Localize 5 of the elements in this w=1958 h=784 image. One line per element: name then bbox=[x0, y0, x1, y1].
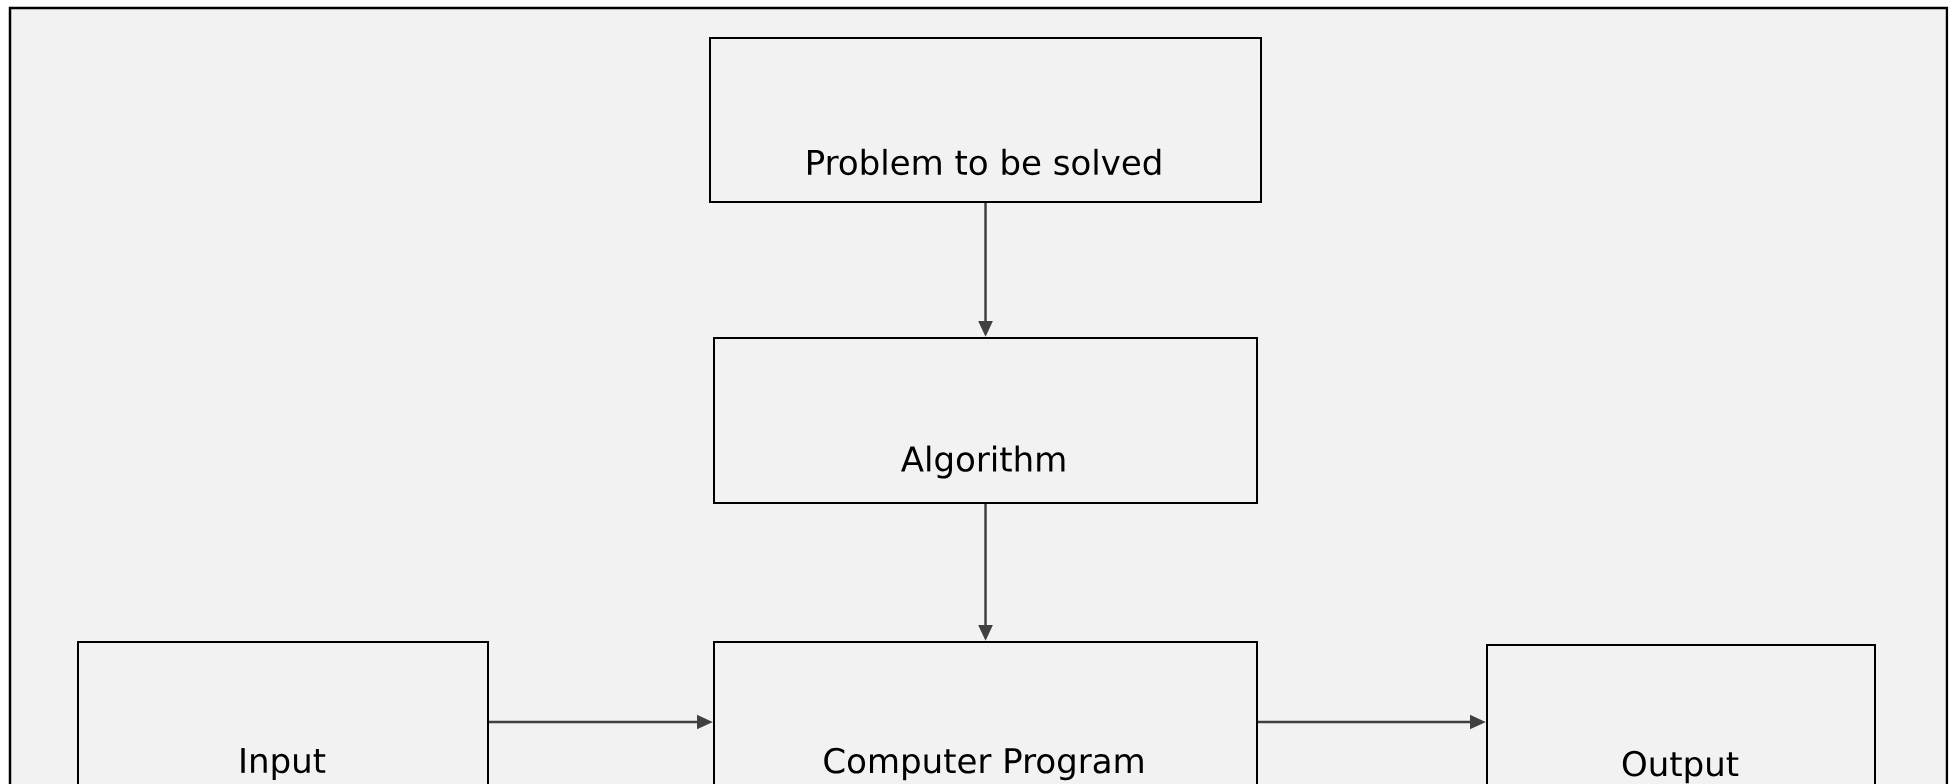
process-box: Problem to be solved bbox=[709, 37, 1262, 203]
process-box: Input bbox=[77, 641, 489, 784]
process-box: Output bbox=[1486, 644, 1877, 784]
process-box: Algorithm bbox=[713, 337, 1258, 504]
process-box: Computer Program bbox=[713, 641, 1258, 784]
